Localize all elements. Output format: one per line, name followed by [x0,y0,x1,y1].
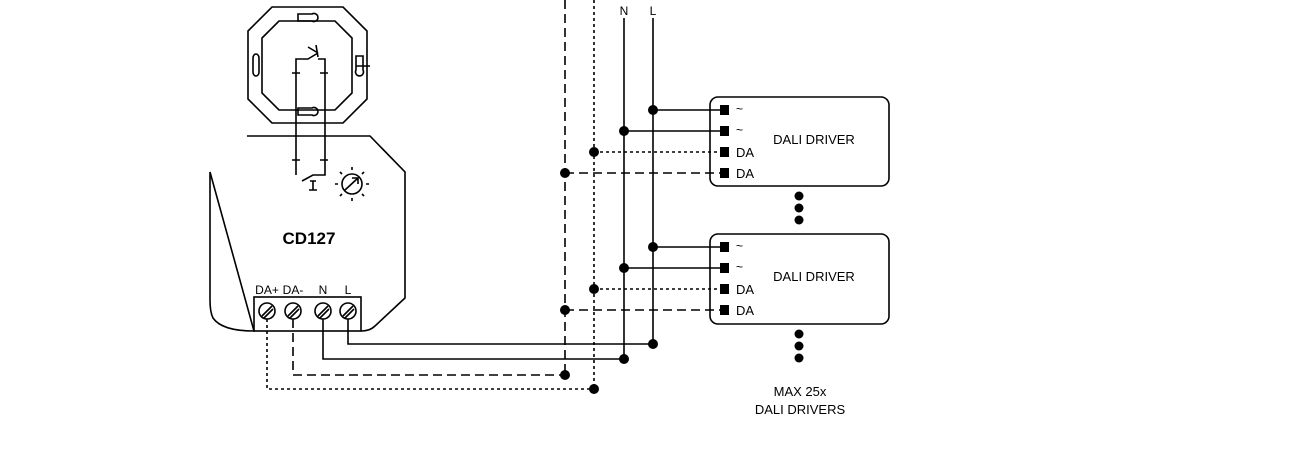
push-button-switch [247,6,370,124]
wire-da-minus [292,319,565,376]
screw-slot-icon [297,106,319,117]
max-note-line2: DALI DRIVERS [755,402,846,417]
driver-terminal-label: DA [736,282,754,297]
bus-l-label: L [650,4,657,18]
terminal-block [253,296,362,332]
terminal-label-n: N [319,283,328,297]
screw-slot-icon [354,55,370,77]
driver-label: DALI DRIVER [773,269,855,284]
driver-terminal-label: ~ [736,102,743,116]
driver-terminal-label: ~ [736,260,743,274]
terminal-screw-icons [258,302,357,320]
cd127-device-body [209,135,406,332]
driver-terminal-label: DA [736,303,754,318]
wire-l [347,319,653,345]
junction-dots [560,105,658,394]
device-name: CD127 [283,229,336,248]
screw-slot-icon [297,12,319,23]
max-note-line1: MAX 25x [774,384,827,399]
driver-label: DALI DRIVER [773,132,855,147]
wire-n [322,319,624,360]
driver-terminal-label: DA [736,166,754,181]
bus-n-label: N [620,4,629,18]
driver-terminal-label: DA [736,145,754,160]
driver-terminal-label: ~ [736,239,743,253]
terminal-label-da-minus: DA- [283,283,304,297]
driver-terminal-label: ~ [736,123,743,137]
dali-driver-2: ~ ~ DA DA DALI DRIVER [565,233,890,325]
ellipsis-dots-icon [794,329,804,363]
dali-driver-1: ~ ~ DA DA DALI DRIVER [565,96,890,187]
wire-da-plus [266,319,594,390]
terminal-label-l: L [345,283,352,297]
terminal-label-da-plus: DA+ [255,283,279,297]
adjust-knob-icon [335,167,369,201]
ellipsis-dots-icon [794,191,804,225]
switch-wiring [292,44,328,191]
screw-slot-icon [252,53,260,77]
